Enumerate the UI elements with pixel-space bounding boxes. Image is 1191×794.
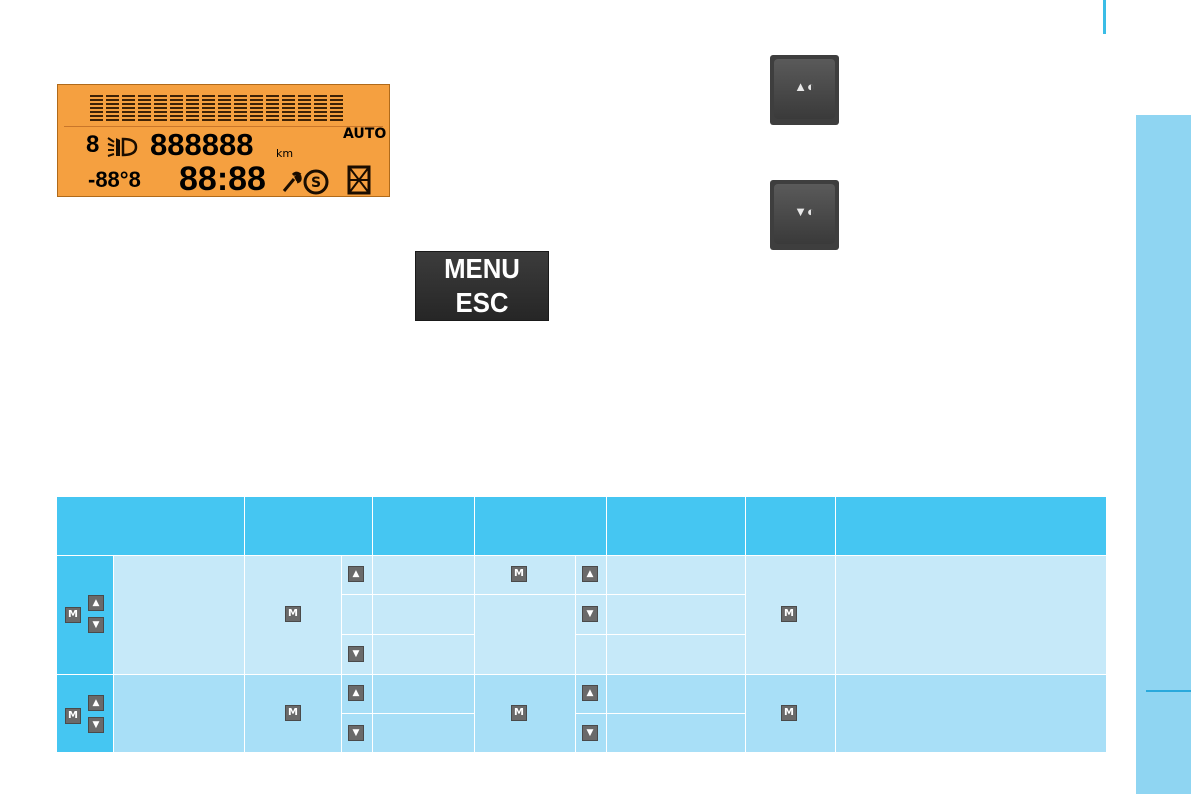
table-cell: ▲: [342, 675, 373, 714]
table-cell: [373, 556, 475, 595]
chapter-side-tab: [1136, 115, 1191, 794]
table-cell: M: [475, 675, 576, 753]
table-header-cell: [373, 497, 475, 556]
lcd-headlamp-level: 8: [86, 131, 100, 158]
service-s-icon: S: [303, 169, 329, 200]
down-key-icon: ▼: [582, 725, 598, 741]
headlamp-raise-icon: ▲◐: [794, 79, 815, 94]
row-key-cell: M ▲ ▼: [57, 556, 114, 675]
table-cell: [607, 556, 746, 595]
down-key-icon: ▼: [88, 617, 104, 633]
table-header-cell: [475, 497, 607, 556]
side-tab-divider: [1146, 690, 1191, 692]
table-cell: [342, 595, 373, 635]
lcd-gear-segment: [347, 165, 371, 200]
menu-label: MENU: [444, 253, 520, 284]
up-key-icon: ▲: [348, 566, 364, 582]
down-key-icon: ▼: [88, 717, 104, 733]
table-cell: M: [746, 556, 836, 675]
lcd-display: 8 888888 km AUTO -88°8 88:88 S: [57, 84, 390, 200]
table-cell: [836, 556, 1107, 675]
table-cell: ▼: [576, 595, 607, 635]
menu-key-icon: M: [65, 607, 81, 623]
table-cell: [475, 595, 576, 675]
lcd-temperature: -88°8: [88, 167, 141, 192]
table-header-cell: [746, 497, 836, 556]
table-cell: ▲: [576, 675, 607, 714]
up-key-icon: ▲: [582, 566, 598, 582]
table-cell: [607, 635, 746, 675]
table-cell: [373, 635, 475, 675]
up-key-icon: ▲: [582, 685, 598, 701]
table-cell: [607, 595, 746, 635]
table-cell: [373, 714, 475, 753]
menu-key-icon: M: [511, 705, 527, 721]
lcd-odometer-unit: km: [276, 147, 294, 160]
table-cell: ▼: [342, 635, 373, 675]
menu-key-icon: M: [65, 708, 81, 724]
settings-table: M ▲ ▼ M ▲ ▼ M ▲ ▼ M: [57, 497, 1107, 753]
table-cell: M: [245, 675, 342, 753]
headlamp-lower-button[interactable]: ▼◐: [770, 180, 839, 250]
table-cell: [607, 714, 746, 753]
table-header-cell: [607, 497, 746, 556]
table-cell: [373, 595, 475, 635]
down-key-icon: ▼: [348, 725, 364, 741]
up-key-icon: ▲: [88, 595, 104, 611]
table-cell: [373, 675, 475, 714]
lcd-odometer: 888888: [150, 127, 254, 162]
wrench-icon: [282, 171, 302, 198]
up-key-icon: ▲: [88, 695, 104, 711]
lcd-dot-matrix-row: [90, 93, 343, 121]
headlamp-raise-button[interactable]: ▲◐: [770, 55, 839, 125]
table-cell: ▼: [576, 714, 607, 753]
down-key-icon: ▼: [348, 646, 364, 662]
svg-text:S: S: [311, 175, 321, 191]
esc-label: ESC: [455, 287, 509, 318]
down-key-icon: ▼: [582, 606, 598, 622]
table-cell: [114, 556, 245, 675]
table-cell: [836, 675, 1107, 753]
menu-esc-button[interactable]: MENU ESC: [415, 251, 549, 321]
table-cell: M: [746, 675, 836, 753]
table-header-cell: [57, 497, 245, 556]
menu-key-icon: M: [285, 705, 301, 721]
table-cell: [114, 675, 245, 753]
menu-key-icon: M: [511, 566, 527, 582]
table-cell: ▼: [342, 714, 373, 753]
menu-key-icon: M: [781, 705, 797, 721]
table-cell: ▲: [342, 556, 373, 595]
table-header-cell: [245, 497, 373, 556]
lcd-clock: 88:88: [179, 160, 266, 198]
up-key-icon: ▲: [348, 685, 364, 701]
table-header-cell: [836, 497, 1107, 556]
headlamp-beam-icon: [106, 134, 140, 165]
table-cell: [607, 675, 746, 714]
row-key-cell: M ▲ ▼: [57, 675, 114, 753]
headlamp-lower-icon: ▼◐: [794, 204, 815, 219]
lcd-mode: AUTO: [343, 126, 387, 142]
menu-key-icon: M: [285, 606, 301, 622]
table-cell: ▲: [576, 556, 607, 595]
table-cell: M: [245, 556, 342, 675]
table-cell: M: [475, 556, 576, 595]
top-accent-line: [1103, 0, 1106, 34]
menu-key-icon: M: [781, 606, 797, 622]
table-cell: [576, 635, 607, 675]
